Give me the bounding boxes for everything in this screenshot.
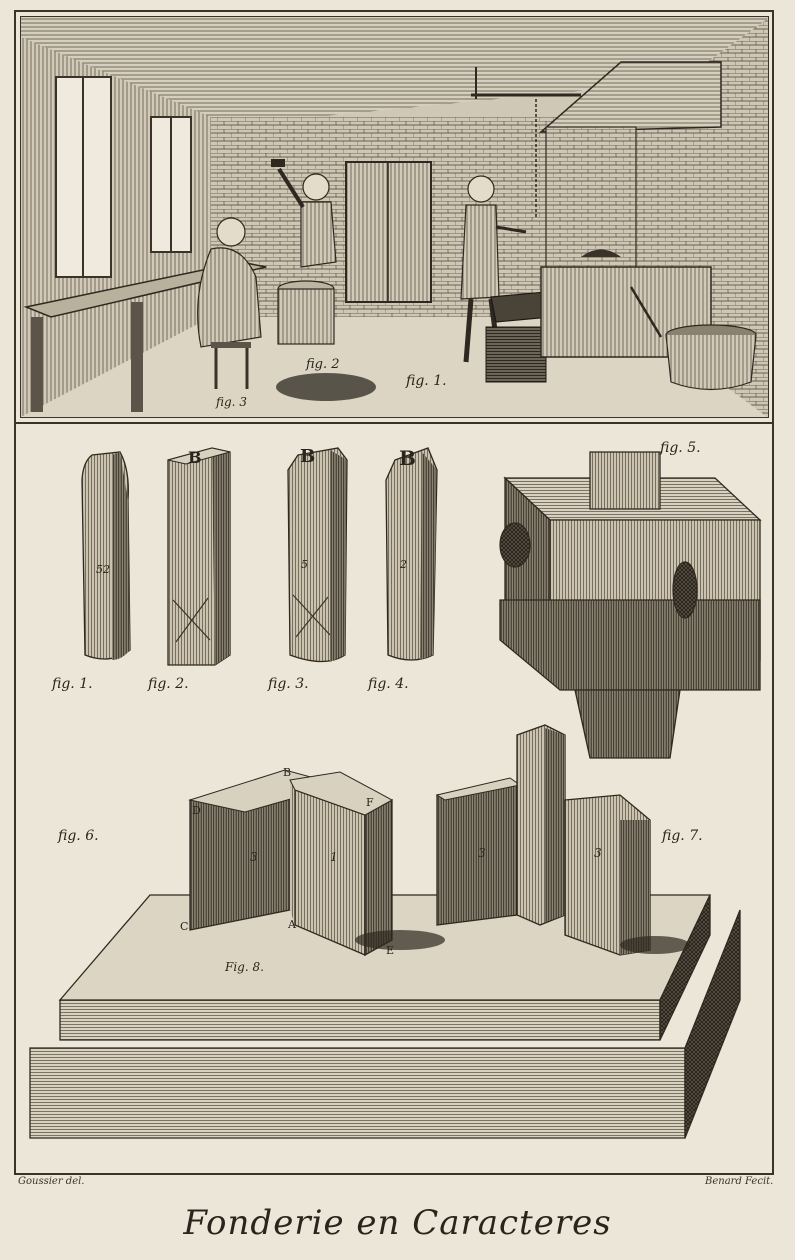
- punch-fig1: [81, 451, 131, 660]
- wing-nut-left: [499, 522, 531, 568]
- water-tub: [665, 334, 757, 391]
- punch-letter-fig2: B: [188, 448, 202, 467]
- workshop-illustration: [21, 17, 768, 417]
- ceiling: [21, 17, 768, 127]
- mould-fig5: [499, 451, 762, 759]
- label-fig1: fig. 1.: [52, 676, 93, 692]
- shadow: [276, 373, 376, 401]
- label-fig5: fig. 5.: [660, 440, 701, 456]
- hammer-worker-body: [300, 201, 337, 268]
- smith-head: [467, 175, 495, 203]
- punch-letter-fig3: B: [300, 446, 316, 467]
- scene-label-fig1: fig. 1.: [406, 373, 447, 389]
- label-fig8: Fig. 8.: [225, 960, 264, 974]
- punch-letter-fig4: B: [399, 446, 416, 470]
- label-fig7: fig. 7.: [662, 828, 703, 844]
- mark-fig1: 52: [96, 563, 110, 576]
- seated-worker-body: [197, 247, 262, 348]
- anvil-block: [485, 326, 547, 383]
- fig6-letter-d: D: [192, 804, 201, 817]
- scene-label-fig3: fig. 3: [216, 395, 247, 409]
- punch-fig4: [385, 447, 438, 661]
- blocks-fig6: [188, 769, 445, 957]
- scene-label-fig2: fig. 2: [306, 357, 340, 372]
- seated-worker-head: [216, 217, 246, 247]
- fig6-letter-a: A: [288, 918, 296, 931]
- mark-fig3: 5: [301, 558, 308, 571]
- forge-fire: [581, 249, 621, 257]
- stump: [277, 288, 335, 345]
- label-fig6: fig. 6.: [58, 828, 99, 844]
- workshop-scene: fig. 2 fig. 1. fig. 3: [20, 16, 769, 418]
- label-fig2: fig. 2.: [148, 676, 189, 692]
- plate-title: Fonderie en Caracteres: [183, 1203, 612, 1243]
- credit-engraver: Benard Fecit.: [705, 1176, 774, 1187]
- stool: [211, 342, 251, 348]
- fig6-number-3: 3: [250, 850, 258, 864]
- fig6-letter-c: C: [180, 920, 189, 933]
- label-fig3: fig. 3.: [268, 676, 309, 692]
- hammer-worker-head: [302, 173, 330, 201]
- label-fig4: fig. 4.: [368, 676, 409, 692]
- panel-divider: [14, 422, 774, 424]
- fig6-letter-e: E: [386, 944, 395, 957]
- wing-nut-right: [672, 561, 698, 619]
- fig7-number-3b: 3: [594, 846, 602, 860]
- fig7-number-3a: 3: [478, 846, 486, 860]
- credit-draughtsman: Goussier del.: [18, 1176, 85, 1187]
- fig6-letter-b: B: [283, 766, 292, 779]
- blocks-fig7: [435, 724, 690, 956]
- forge-hood: [538, 61, 722, 133]
- fig6-letter-f: F: [366, 796, 374, 809]
- punch-fig2: [167, 447, 231, 666]
- punch-fig3: [287, 447, 348, 663]
- workbench-leg: [131, 302, 143, 412]
- fig6-number-1: 1: [330, 850, 338, 864]
- workbench-leg: [31, 317, 43, 412]
- mark-fig4: 2: [400, 558, 407, 571]
- plate-border: [14, 10, 774, 1175]
